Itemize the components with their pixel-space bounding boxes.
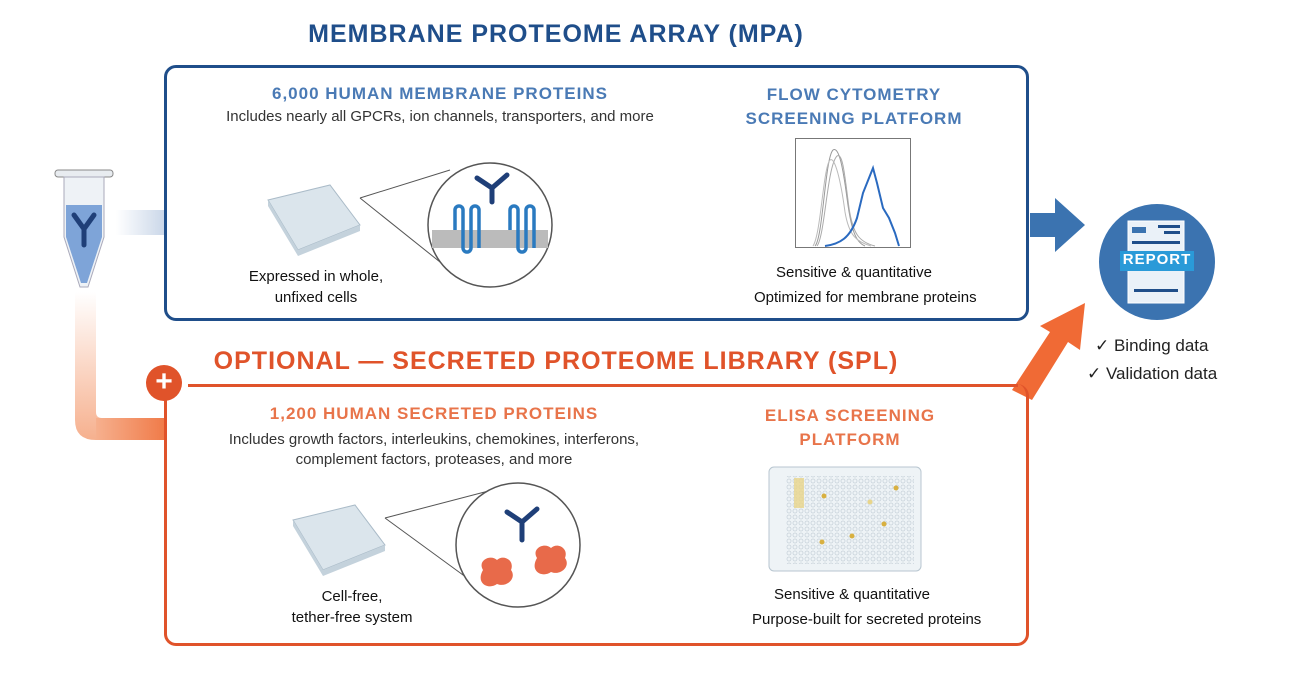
elisa-heading-line1: ELISA SCREENING bbox=[764, 406, 936, 425]
spl-caption-line1: Cell-free, bbox=[321, 588, 383, 605]
spl-title: OPTIONAL — SECRETED PROTEOME LIBRARY (SP… bbox=[213, 347, 899, 375]
spl-panel bbox=[164, 384, 1029, 646]
antibody-icon bbox=[504, 506, 540, 543]
secreted-illustration bbox=[292, 482, 581, 608]
report-icon bbox=[1099, 204, 1215, 320]
binding-data-item: ✓ Binding data bbox=[1095, 336, 1209, 355]
elisa-heading-line2: PLATFORM bbox=[799, 430, 901, 449]
orange-connector bbox=[75, 292, 166, 440]
mpa-caption-line2: unfixed cells bbox=[274, 289, 358, 306]
elisa-plate-icon bbox=[768, 466, 922, 572]
spl-sub-line1: Includes growth factors, interleukins, c… bbox=[228, 431, 640, 448]
protein-blob-icon bbox=[480, 557, 513, 587]
report-label: REPORT bbox=[1122, 251, 1192, 268]
elisa-caption-line1: Sensitive & quantitative bbox=[774, 586, 930, 603]
spl-caption: Cell-free, tether-free system bbox=[252, 586, 452, 628]
mpa-caption: Expressed in whole, unfixed cells bbox=[216, 266, 416, 308]
mpa-panel bbox=[164, 65, 1029, 321]
orange-arrow bbox=[1012, 303, 1085, 400]
validation-data-item: ✓ Validation data bbox=[1087, 364, 1218, 383]
plate-icon bbox=[267, 184, 361, 256]
plate-icon bbox=[292, 504, 386, 576]
spl-sub-line2: complement factors, proteases, and more bbox=[295, 451, 573, 468]
flow-heading-line1: FLOW CYTOMETRY bbox=[766, 85, 942, 104]
mpa-proteins-subtitle: Includes nearly all GPCRs, ion channels,… bbox=[226, 108, 654, 125]
flow-caption-line2: Optimized for membrane proteins bbox=[754, 289, 977, 306]
tube-icon bbox=[54, 169, 114, 288]
spl-caption-line2: tether-free system bbox=[291, 609, 413, 626]
spl-proteins-heading: 1,200 HUMAN SECRETED PROTEINS bbox=[269, 404, 599, 423]
antibody-icon bbox=[474, 172, 510, 205]
elisa-caption: Sensitive & quantitative Purpose-built f… bbox=[752, 582, 982, 632]
protein-blob-icon bbox=[534, 545, 567, 575]
membrane-illustration bbox=[267, 162, 553, 288]
plus-icon: + bbox=[146, 365, 182, 401]
report-items: ✓ Binding data ✓ Validation data bbox=[1087, 332, 1217, 388]
elisa-caption-line2: Purpose-built for secreted proteins bbox=[752, 611, 982, 628]
mpa-caption-line1: Expressed in whole, bbox=[248, 268, 384, 285]
flow-histogram bbox=[795, 138, 911, 248]
mpa-proteins-heading: 6,000 HUMAN MEMBRANE PROTEINS bbox=[272, 84, 608, 103]
mpa-title: MEMBRANE PROTEOME ARRAY (MPA) bbox=[308, 20, 804, 48]
blue-arrow bbox=[1030, 198, 1085, 252]
blue-connector bbox=[116, 210, 166, 235]
flow-heading-line2: SCREENING PLATFORM bbox=[745, 109, 963, 128]
flow-caption: Sensitive & quantitative Optimized for m… bbox=[754, 260, 977, 310]
flow-caption-line1: Sensitive & quantitative bbox=[776, 264, 932, 281]
spl-proteins-subtitle: Includes growth factors, interleukins, c… bbox=[184, 430, 684, 470]
flow-heading: FLOW CYTOMETRY SCREENING PLATFORM bbox=[704, 83, 1004, 131]
elisa-heading: ELISA SCREENING PLATFORM bbox=[700, 404, 1000, 452]
